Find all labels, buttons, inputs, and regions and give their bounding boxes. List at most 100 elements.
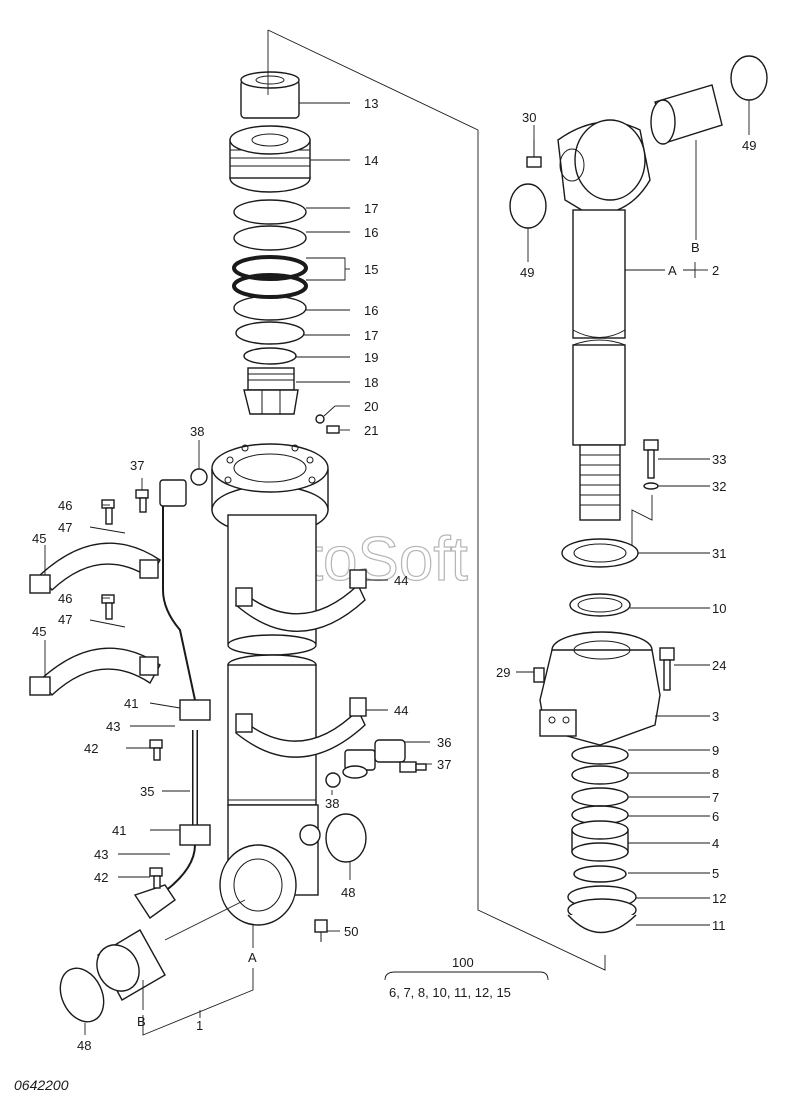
o-ring-icon — [190, 468, 208, 486]
grease-nipple-icon — [314, 919, 328, 942]
part-label: 47 — [58, 520, 72, 535]
cylinder-head-icon — [539, 631, 661, 746]
part-label: 43 — [94, 847, 108, 862]
o-ring-icon — [325, 772, 341, 788]
grease-nipple-icon — [526, 140, 542, 168]
part-label: 37 — [437, 757, 451, 772]
part-label: B — [137, 1014, 146, 1029]
elbow-fitting-icon — [342, 739, 406, 779]
part-label: 43 — [106, 719, 120, 734]
part-label: 10 — [712, 601, 726, 616]
bushing-icon — [650, 84, 723, 145]
part-label: 44 — [394, 703, 408, 718]
part-label: 48 — [77, 1038, 91, 1053]
dust-seal-icon — [567, 898, 637, 934]
bushing-icon — [96, 929, 166, 1001]
part-label: 19 — [364, 350, 378, 365]
part-label: 2 — [712, 263, 719, 278]
bolt-icon — [659, 647, 675, 691]
seal-ring-icon — [569, 593, 631, 617]
bolt-icon — [643, 439, 659, 490]
piston-rod-icon — [557, 119, 651, 521]
lube-pipe-icon — [133, 479, 211, 919]
part-label: 45 — [32, 531, 46, 546]
part-label: 32 — [712, 479, 726, 494]
part-label: 17 — [364, 201, 378, 216]
kit-contents: 6, 7, 8, 10, 11, 12, 15 — [389, 985, 511, 1000]
part-label: 42 — [84, 741, 98, 756]
part-label: 44 — [394, 573, 408, 588]
hex-nut-icon — [243, 367, 299, 415]
seal-ring-icon — [571, 745, 629, 765]
bushing-icon — [571, 820, 629, 862]
part-label: 46 — [58, 498, 72, 513]
piston-nut — [240, 71, 300, 119]
set-screw-icon — [326, 425, 340, 434]
part-label: 46 — [58, 591, 72, 606]
part-label: 24 — [712, 658, 726, 673]
part-label: 31 — [712, 546, 726, 561]
part-label: A — [668, 263, 677, 278]
part-label: 9 — [712, 743, 719, 758]
part-label: 38 — [190, 424, 204, 439]
seal-ring-icon — [325, 813, 367, 863]
part-label: 5 — [712, 866, 719, 881]
part-label: 11 — [712, 918, 726, 933]
seal-ring-icon — [571, 765, 629, 785]
part-label: 48 — [341, 885, 355, 900]
part-label: 41 — [112, 823, 126, 838]
part-label: 18 — [364, 375, 378, 390]
lock-plate-icon — [561, 538, 639, 568]
part-label: 16 — [364, 225, 378, 240]
part-label: 47 — [58, 612, 72, 627]
seal-ring-icon — [233, 199, 307, 225]
part-label: 6 — [712, 809, 719, 824]
seal-ring-icon — [571, 787, 629, 807]
part-label: 7 — [712, 790, 719, 805]
part-label: 1 — [196, 1018, 203, 1033]
part-label: 12 — [712, 891, 726, 906]
o-ring-icon — [232, 255, 308, 281]
drawing-code: 0642200 — [14, 1077, 69, 1093]
part-label: 17 — [364, 328, 378, 343]
part-label: 8 — [712, 766, 719, 781]
part-label: 20 — [364, 399, 378, 414]
seal-ring-icon — [509, 183, 547, 229]
cylinder-tube-icon — [211, 443, 329, 926]
part-labels: 13 14 17 16 15 16 17 19 18 20 21 38 37 4… — [32, 96, 756, 1053]
seal-ring-icon — [573, 865, 627, 883]
seal-ring-icon — [59, 967, 105, 1023]
part-label: 29 — [496, 665, 510, 680]
part-label: 49 — [520, 265, 534, 280]
part-label: 45 — [32, 624, 46, 639]
part-label: A — [248, 950, 257, 965]
part-label: 15 — [364, 262, 378, 277]
bolt-icon — [101, 489, 427, 889]
part-label: 36 — [437, 735, 451, 750]
part-label: 14 — [364, 153, 378, 168]
part-label: 13 — [364, 96, 378, 111]
part-label: 38 — [325, 796, 339, 811]
part-label: 37 — [130, 458, 144, 473]
part-label: 50 — [344, 924, 358, 939]
part-label: 42 — [94, 870, 108, 885]
grease-nipple-icon — [533, 667, 545, 683]
part-label: 21 — [364, 423, 378, 438]
piston-stack — [229, 71, 340, 434]
part-label: 16 — [364, 303, 378, 318]
part-label: 4 — [712, 836, 719, 851]
pipe-clamp-icon — [29, 647, 367, 758]
seal-ring-icon — [730, 55, 768, 101]
part-label: 3 — [712, 709, 719, 724]
seal-ring-icon — [233, 295, 307, 321]
part-label: 33 — [712, 452, 726, 467]
part-label: B — [691, 240, 700, 255]
kit-number: 100 — [452, 955, 474, 970]
part-label: 30 — [522, 110, 536, 125]
part-label: 41 — [124, 696, 138, 711]
steel-ball-icon — [315, 414, 325, 424]
seal-ring-icon — [243, 347, 297, 365]
pipe-clamp-icon — [29, 542, 367, 632]
o-ring-icon — [232, 273, 308, 299]
